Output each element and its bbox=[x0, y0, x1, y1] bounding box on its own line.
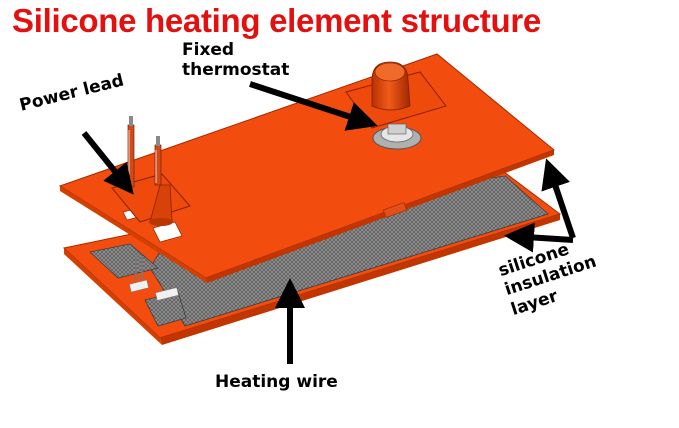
arrow-thermostat bbox=[249, 81, 378, 131]
power-lead-icon bbox=[111, 116, 191, 226]
diagram-title: Silicone heating element structure bbox=[12, 2, 541, 39]
arrow-silicone-top bbox=[541, 158, 576, 239]
arrow-power-lead bbox=[81, 131, 134, 195]
heating-wire-label: Heating wire bbox=[215, 372, 338, 392]
arrow-silicone-bottom bbox=[504, 222, 574, 253]
fixed-thermostat-label: Fixed thermostat bbox=[182, 40, 289, 81]
annotation-arrows bbox=[81, 81, 576, 364]
fixed-thermostat-label-line-1: Fixed bbox=[182, 40, 235, 60]
fixed-thermostat-label-line-2: thermostat bbox=[182, 60, 290, 81]
